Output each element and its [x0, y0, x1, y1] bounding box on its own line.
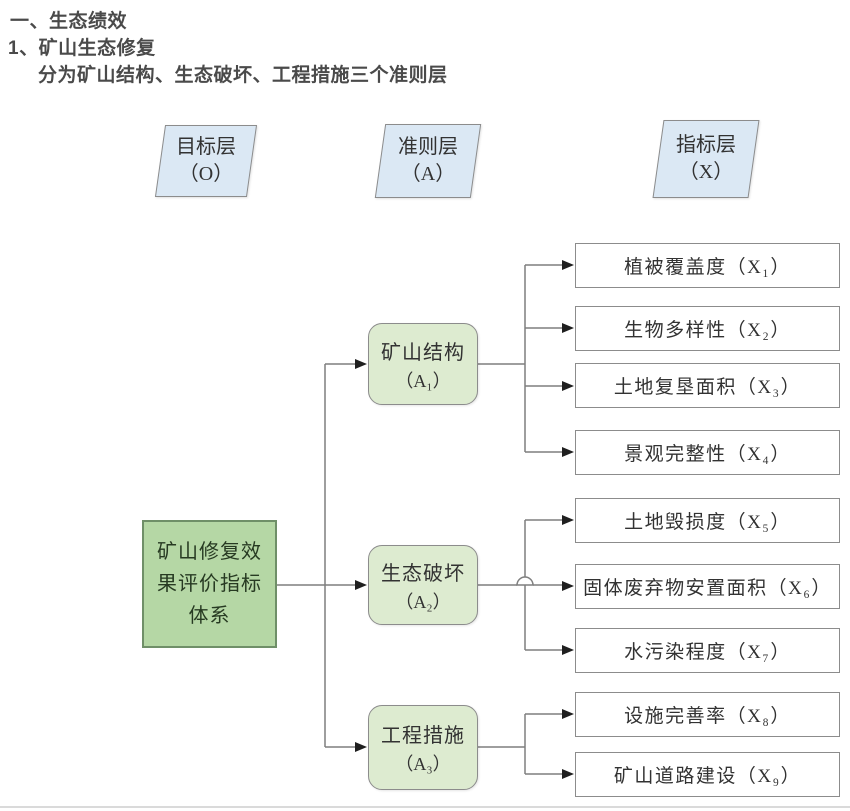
- criterion-box-a3: 工程措施 （A₃）: [368, 705, 478, 790]
- line-hop: [516, 576, 534, 586]
- goal-box-line: 矿山修复效: [157, 541, 262, 563]
- criterion-a2-label: 生态破坏: [381, 562, 465, 585]
- heading-section: 一、生态绩效: [10, 11, 128, 32]
- goal-box-line: 体系: [188, 605, 231, 627]
- arrowhead: [355, 580, 367, 590]
- arrowhead: [562, 323, 574, 333]
- indicator-box-x4: 景观完整性（X₄）: [575, 430, 840, 475]
- arrowhead: [355, 359, 367, 369]
- goal-box-line: 果评价指标: [157, 573, 262, 595]
- indicator-box-x6: 固体废弃物安置面积（X₆）: [575, 564, 840, 609]
- layer-header-indicators-label: 指标层: [676, 134, 736, 156]
- criterion-a2-code: （A₂）: [395, 591, 451, 612]
- layer-header-criteria: 准则层 （A）: [374, 124, 482, 198]
- criterion-a3-label: 工程措施: [381, 725, 465, 747]
- goal-box: 矿山修复效 果评价指标 体系: [142, 520, 277, 648]
- indicator-box-x1: 植被覆盖度（X₁）: [575, 243, 840, 288]
- indicator-box-x9: 矿山道路建设（X₉）: [575, 752, 840, 797]
- criterion-a1-code: （A₁）: [395, 370, 451, 391]
- arrowhead: [562, 709, 574, 719]
- indicator-box-x2: 生物多样性（X₂）: [575, 306, 840, 351]
- indicator-box-x5: 土地毁损度（X₅）: [575, 498, 840, 543]
- indicator-box-x3: 土地复垦面积（X₃）: [575, 363, 840, 408]
- criterion-a3-code: （A₃）: [395, 754, 451, 774]
- arrowhead: [562, 260, 574, 270]
- arrowhead: [562, 447, 574, 457]
- arrowhead: [355, 742, 367, 752]
- arrowhead: [562, 515, 574, 525]
- indicator-box-x7: 水污染程度（X₇）: [575, 628, 840, 673]
- heading-description: 分为矿山结构、生态破坏、工程措施三个准则层: [38, 65, 448, 86]
- heading-subsection: 1、矿山生态修复: [8, 38, 156, 59]
- layer-header-goal-label: 目标层: [176, 136, 236, 158]
- arrowhead: [562, 381, 574, 391]
- arrowhead: [562, 645, 574, 655]
- indicator-box-x8: 设施完善率（X₈）: [575, 692, 840, 737]
- layer-header-indicators-code: （X）: [678, 161, 734, 183]
- bottom-divider: [0, 806, 850, 808]
- arrowhead: [562, 581, 574, 591]
- layer-header-criteria-code: （A）: [400, 163, 456, 185]
- criterion-box-a2: 生态破坏 （A₂）: [368, 545, 478, 625]
- layer-header-criteria-label: 准则层: [398, 136, 458, 158]
- layer-header-goal: 目标层 （O）: [154, 125, 258, 197]
- criterion-box-a1: 矿山结构 （A₁）: [368, 323, 478, 405]
- layer-header-goal-code: （O）: [178, 163, 234, 185]
- layer-header-indicators: 指标层 （X）: [652, 120, 760, 198]
- arrowhead: [562, 769, 574, 779]
- criterion-a1-label: 矿山结构: [381, 341, 465, 364]
